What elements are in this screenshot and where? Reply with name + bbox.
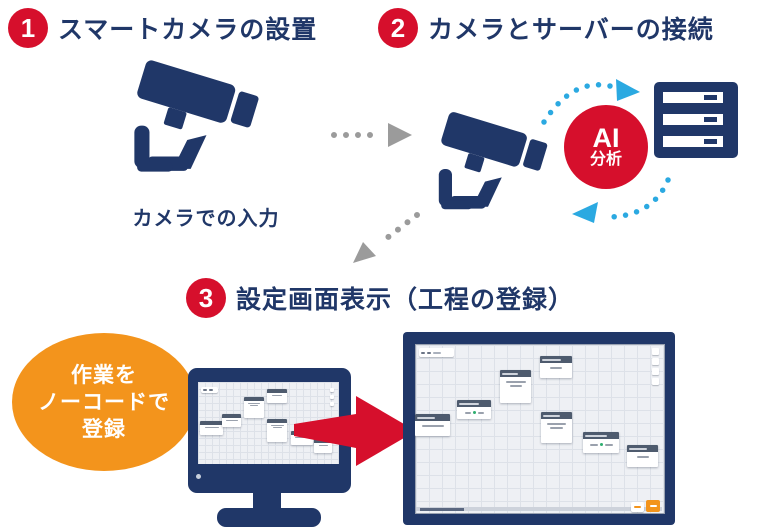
horizontal-scrollbar	[416, 507, 662, 511]
step-1-label: スマートカメラの設置	[58, 16, 318, 44]
monitor-stand-base	[217, 508, 321, 527]
editor-zoom-toolbar	[652, 348, 659, 385]
step-1-heading: 1 スマートカメラの設置	[8, 8, 317, 48]
flow-node	[200, 421, 223, 435]
flow-node	[457, 400, 491, 419]
scrollbar-thumb	[420, 508, 464, 511]
flow-node	[267, 419, 287, 442]
monitor-power-led	[196, 474, 201, 479]
mini-toolbar	[201, 387, 218, 393]
flow-node	[267, 389, 287, 403]
nocode-line1: 作業を	[71, 363, 137, 387]
sync-arrows-icon	[541, 79, 671, 223]
monitor-stand-neck	[253, 492, 281, 511]
cctv-camera-icon	[134, 60, 259, 172]
cctv-camera-icon	[438, 112, 548, 210]
mini-zoom-toolbar	[330, 388, 334, 406]
flow-node	[244, 397, 264, 418]
flow-node	[541, 412, 572, 443]
flow-node	[222, 414, 241, 427]
flow-node	[627, 445, 658, 467]
nocode-callout-badge: 作業を ノーコードで 登録	[12, 333, 196, 471]
editor-toolbar	[419, 348, 454, 357]
secondary-button	[631, 502, 644, 512]
dotted-arrow-down-left-icon	[353, 212, 420, 263]
nocode-line2: ノーコードで	[38, 390, 170, 414]
step-2-heading: 2 カメラとサーバーの接続	[378, 8, 714, 48]
step-3-label: 設定画面表示（工程の登録）	[236, 286, 575, 314]
flow-node	[415, 414, 450, 436]
step-3-heading: 3 設定画面表示（工程の登録）	[186, 278, 574, 318]
primary-button	[646, 500, 660, 512]
step-3-number-badge: 3	[186, 278, 226, 318]
zoom-arrow-icon	[294, 396, 416, 466]
step-2-number-badge: 2	[378, 8, 418, 48]
nocode-line3: 登録	[82, 417, 126, 441]
dotted-arrow-right-icon	[331, 123, 412, 147]
step-1-number-badge: 1	[8, 8, 48, 48]
server-icon	[654, 82, 738, 158]
ai-analysis-badge: AI 分析	[564, 105, 648, 189]
step-2-label: カメラとサーバーの接続	[428, 16, 714, 44]
flow-node	[583, 432, 619, 453]
ai-badge-line2: 分析	[589, 151, 622, 168]
flow-node	[500, 370, 531, 403]
ai-badge-line1: AI	[592, 123, 620, 153]
camera-caption: カメラでの入力	[132, 208, 280, 230]
flow-node	[540, 356, 572, 378]
